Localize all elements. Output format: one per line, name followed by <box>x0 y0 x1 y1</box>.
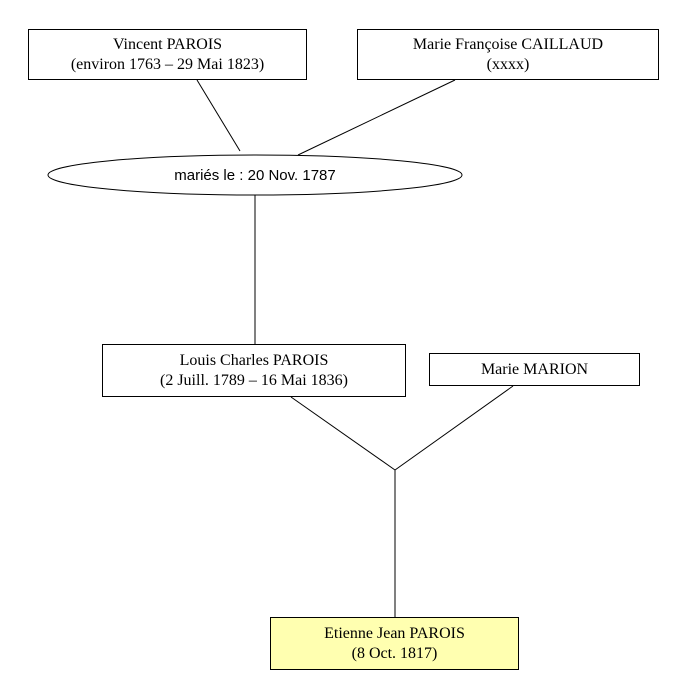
person-dates: (xxxx) <box>486 55 530 73</box>
connector-louis-to-junction <box>290 396 396 471</box>
person-dates: (8 Oct. 1817) <box>351 644 438 662</box>
connector-marie-marion-to-junction <box>394 385 514 471</box>
person-box-marie-marion: Marie MARION <box>429 353 640 386</box>
connector-vincent-to-marriage <box>196 79 241 152</box>
person-box-marie-francoise-caillaud: Marie Françoise CAILLAUD (xxxx) <box>357 29 659 80</box>
person-box-vincent-parois: Vincent PAROIS (environ 1763 – 29 Mai 18… <box>28 29 307 80</box>
person-dates: (environ 1763 – 29 Mai 1823) <box>70 55 265 73</box>
person-name: Vincent PAROIS <box>112 35 223 53</box>
person-box-etienne-jean-parois: Etienne Jean PAROIS (8 Oct. 1817) <box>270 617 519 670</box>
person-name: Louis Charles PAROIS <box>179 351 329 369</box>
marriage-label: mariés le : 20 Nov. 1787 <box>174 166 336 184</box>
person-dates: (2 Juill. 1789 – 16 Mai 1836) <box>160 371 348 389</box>
person-name: Marie MARION <box>480 360 589 378</box>
person-name: Etienne Jean PAROIS <box>324 624 465 642</box>
person-box-louis-charles-parois: Louis Charles PAROIS (2 Juill. 1789 – 16… <box>102 344 406 397</box>
person-name: Marie Françoise CAILLAUD <box>412 35 604 53</box>
connector-marie-francoise-to-marriage <box>297 79 456 156</box>
